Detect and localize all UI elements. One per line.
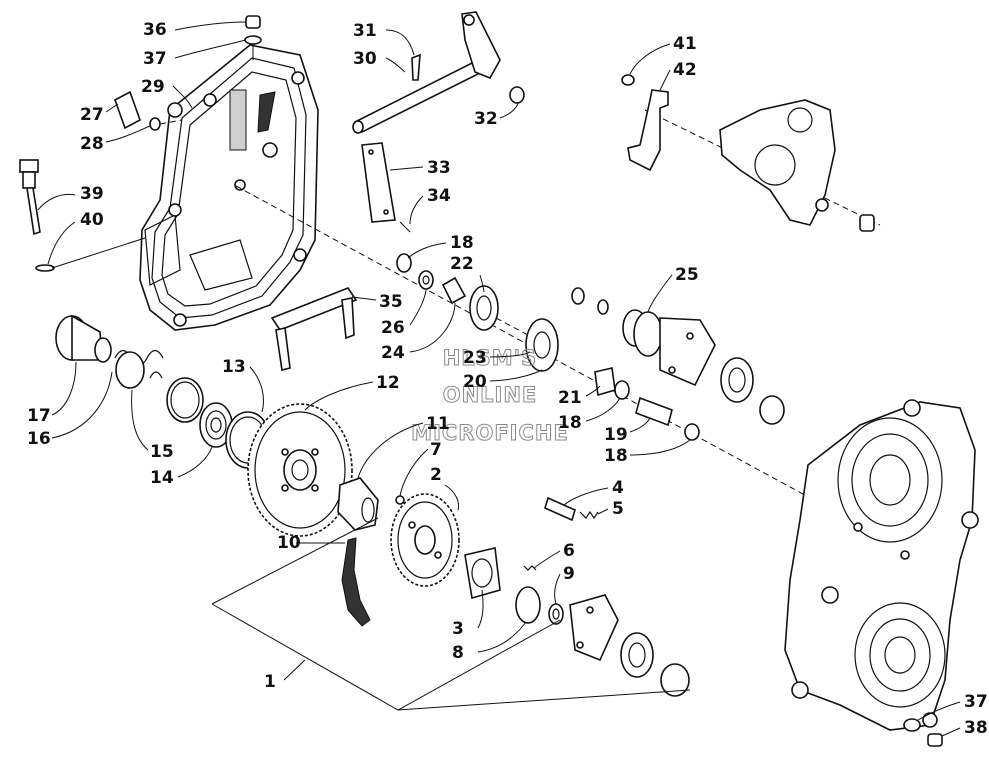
callout-5: 5 — [612, 499, 624, 519]
sprocket-12 — [247, 403, 353, 537]
callout-18-low: 18 — [604, 446, 628, 466]
callout-41: 41 — [673, 34, 697, 54]
gear-train — [396, 253, 700, 441]
chaincase-housing — [784, 399, 979, 731]
callout-12: 12 — [376, 373, 400, 393]
callout-8: 8 — [452, 643, 464, 663]
bolt-36 — [244, 15, 262, 60]
callout-32: 32 — [474, 109, 498, 129]
callout-40: 40 — [80, 210, 104, 230]
callout-21: 21 — [558, 388, 582, 408]
callout-1: 1 — [264, 672, 276, 692]
bearing-housing — [719, 99, 875, 232]
spline-hub-11 — [337, 477, 379, 531]
bracket-3 — [464, 547, 564, 625]
watermark-line-3: MICROFICHE — [411, 421, 569, 445]
callout-37-top: 37 — [143, 49, 167, 69]
callout-2: 2 — [430, 465, 442, 485]
callout-13: 13 — [222, 357, 246, 377]
callout-31: 31 — [353, 21, 377, 41]
callout-35: 35 — [379, 292, 403, 312]
bolt-27 — [114, 90, 183, 131]
callout-14: 14 — [150, 468, 174, 488]
callout-18-mid: 18 — [558, 413, 582, 433]
dipstick-39 — [19, 159, 146, 272]
callout-23: 23 — [463, 348, 487, 368]
input-shaft-17 — [55, 314, 204, 423]
callout-22: 22 — [450, 254, 474, 274]
cone-14 — [199, 402, 233, 448]
callout-7: 7 — [430, 440, 442, 460]
callouts: 36 37 29 27 28 39 40 31 30 32 33 34 41 4… — [27, 20, 988, 738]
lower-bearing — [569, 594, 690, 697]
callout-20: 20 — [463, 372, 487, 392]
callout-29: 29 — [141, 77, 165, 97]
shift-fork-35 — [270, 287, 358, 371]
callout-42: 42 — [673, 60, 697, 80]
watermark-line-1: HLSM'S — [443, 346, 538, 370]
bolt-38 — [903, 718, 943, 747]
chain-10 — [341, 537, 371, 627]
callout-11: 11 — [426, 414, 450, 434]
callout-17: 17 — [27, 406, 51, 426]
sprocket-2 — [390, 493, 460, 587]
callout-33: 33 — [427, 158, 451, 178]
watermark-line-2: ONLINE — [443, 383, 538, 407]
callout-30: 30 — [353, 49, 377, 69]
callout-34: 34 — [427, 186, 451, 206]
callout-25: 25 — [675, 265, 699, 285]
callout-24: 24 — [381, 343, 405, 363]
plate-33 — [361, 142, 411, 233]
callout-38: 38 — [964, 718, 988, 738]
callout-10: 10 — [277, 533, 301, 553]
callout-36: 36 — [143, 20, 167, 40]
callout-15: 15 — [150, 442, 174, 462]
callout-1-bracket — [211, 517, 691, 711]
chaincase-cover — [139, 44, 319, 331]
callout-18-top: 18 — [450, 233, 474, 253]
gear-25-assembly — [571, 287, 785, 425]
callout-39: 39 — [80, 184, 104, 204]
callout-28: 28 — [80, 134, 104, 154]
callout-4: 4 — [612, 478, 624, 498]
callout-26: 26 — [381, 318, 405, 338]
pin-4 — [523, 496, 599, 571]
callout-27: 27 — [80, 105, 104, 125]
watermark: HLSM'S ONLINE MICROFICHE — [411, 346, 569, 446]
shift-lever-30 — [352, 11, 525, 134]
callout-37-bottom: 37 — [964, 692, 988, 712]
callout-6: 6 — [563, 541, 575, 561]
callout-16: 16 — [27, 429, 51, 449]
callout-3: 3 — [452, 619, 464, 639]
callout-9: 9 — [563, 564, 575, 584]
bracket-42 — [621, 74, 669, 172]
callout-19: 19 — [604, 425, 628, 445]
